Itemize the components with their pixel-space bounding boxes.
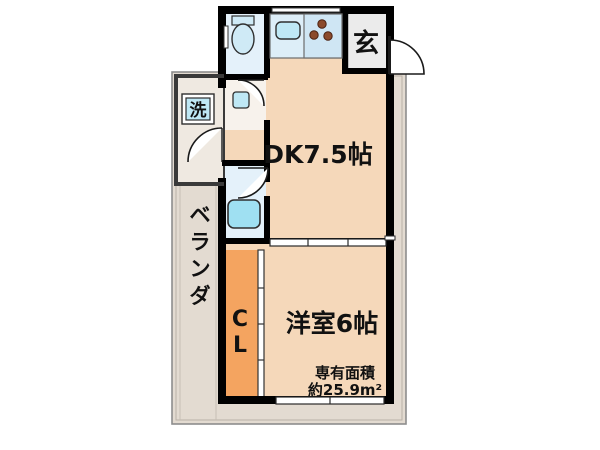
wall-alcove-top — [174, 74, 224, 78]
entrance-door-leaf — [388, 36, 391, 74]
label-dk: DK7.5帖 — [263, 140, 372, 169]
wall-left-upper — [218, 6, 226, 76]
toilet-wall-fitting — [223, 25, 229, 49]
area-annotation: 専有面積 約25.9m² — [308, 364, 382, 399]
wall-under-corridor — [222, 160, 268, 166]
stove-burner-1 — [317, 19, 327, 29]
window-mark-right — [384, 235, 396, 241]
label-washitsu: 洋室6帖 — [286, 309, 378, 338]
label-washer: 洗 — [190, 100, 207, 121]
wall-under-toilet — [222, 74, 268, 80]
area-label-line2: 約25.9m² — [308, 381, 382, 399]
wash-basin-fixture — [232, 91, 250, 109]
entrance-door-swing — [389, 39, 425, 75]
label-closet-l: L — [233, 333, 247, 358]
partition-track — [269, 238, 387, 247]
veranda-sliding-door — [275, 396, 385, 405]
area-label-line1: 専有面積 — [315, 364, 376, 382]
wall-corridor-partition — [264, 120, 270, 182]
wall-left-lower — [218, 178, 226, 404]
wall-right — [386, 6, 394, 404]
toilet-bowl — [231, 23, 255, 55]
stove-burner-2 — [309, 30, 319, 40]
wall-genkan-left — [342, 6, 348, 74]
wall-genkan-bottom — [342, 68, 388, 74]
bath-door-swing — [237, 167, 269, 199]
closet-area — [224, 249, 265, 399]
wall-bath-partition — [264, 196, 270, 242]
window-marks — [384, 235, 396, 241]
washroom-door-swing — [187, 127, 223, 163]
wall-left-alcove-top — [218, 76, 226, 88]
label-veranda: ベランダ — [190, 203, 211, 308]
bathtub-fixture — [227, 199, 261, 229]
wash-basin-bowl — [232, 91, 250, 109]
toilet-fixture — [223, 15, 255, 55]
room-labels: DK7.5帖 洋室6帖 C L ベランダ 玄 洗 — [190, 28, 380, 358]
kitchen-upper-cabinet — [271, 7, 341, 13]
stove-burner-3 — [323, 31, 333, 41]
label-closet-c: C — [232, 307, 248, 332]
wall-toilet-partition — [264, 6, 270, 78]
bathtub-basin — [227, 199, 261, 229]
kitchen-sink-fixture — [275, 21, 301, 40]
kitchen-counter — [269, 7, 343, 59]
wall-alcove-bottom — [174, 182, 224, 186]
sliding-partition-door — [269, 238, 387, 247]
label-genkan: 玄 — [353, 28, 379, 59]
closet-floor — [224, 250, 262, 398]
wall-alcove-left — [174, 74, 178, 186]
washing-machine-slot — [181, 93, 215, 125]
washer-inner-box — [185, 97, 211, 121]
door-swings — [187, 36, 425, 199]
